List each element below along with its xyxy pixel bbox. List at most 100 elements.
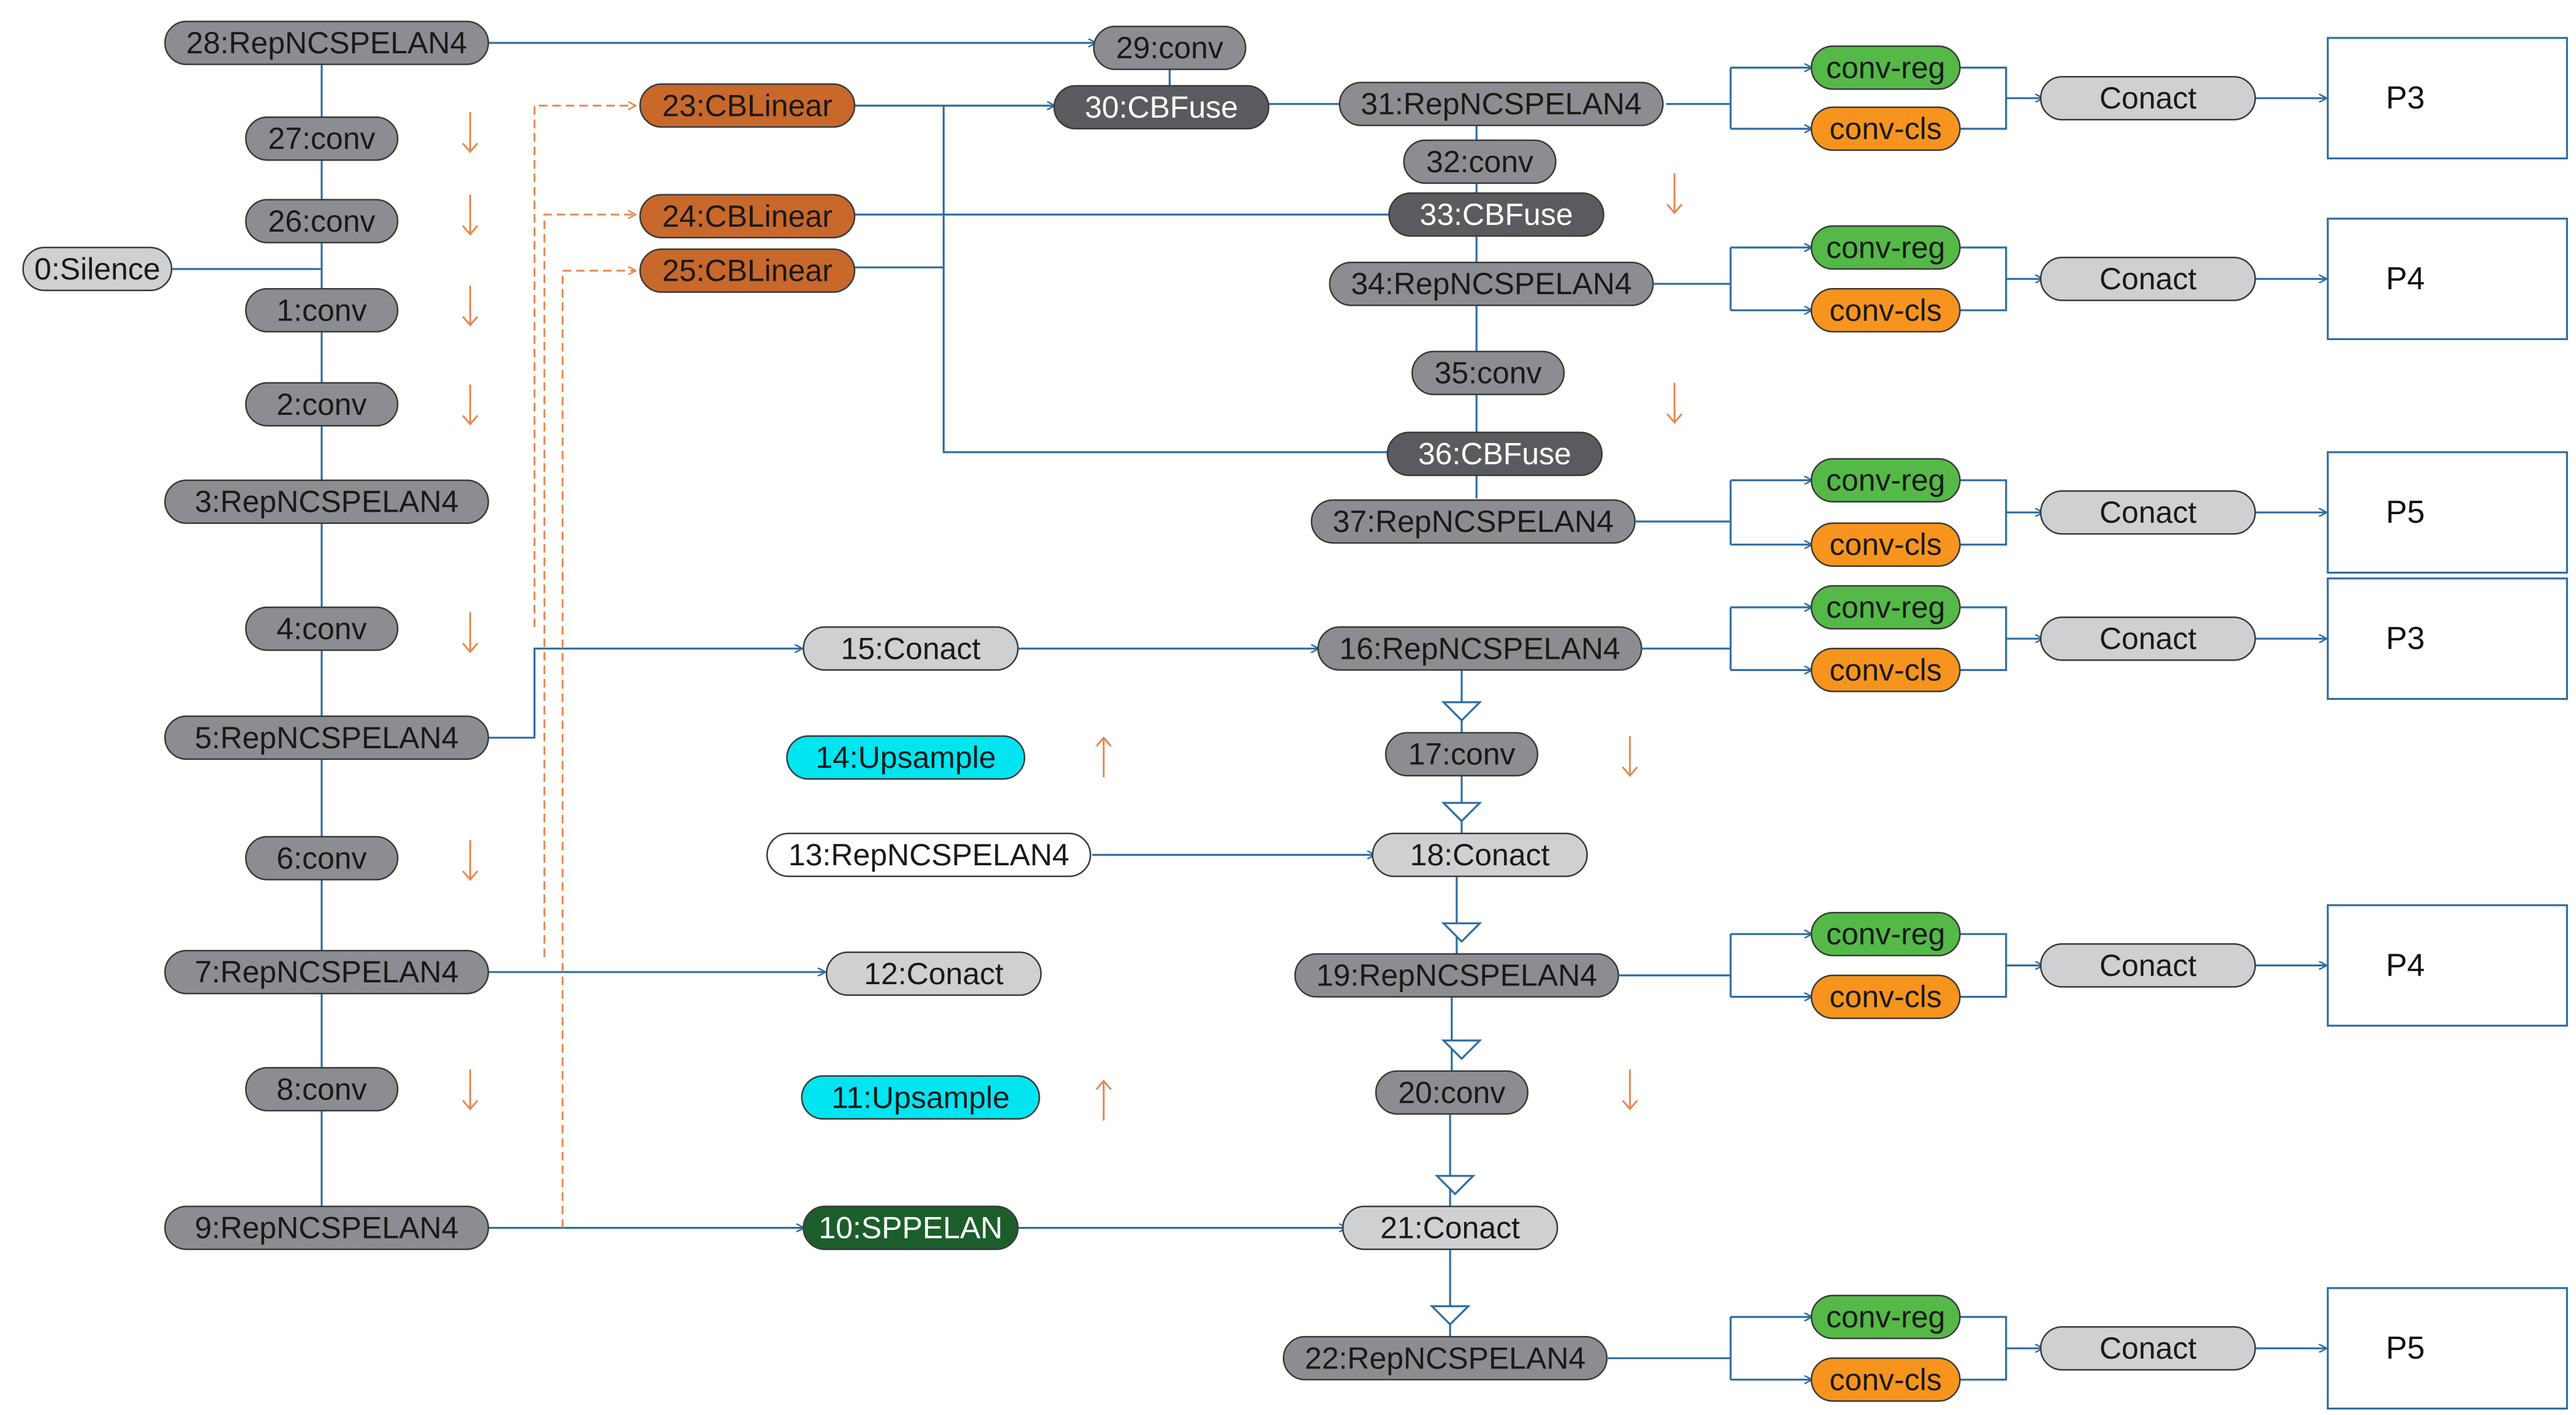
output-label: P4 <box>2386 261 2425 297</box>
node-label: 16:RepNCSPELAN4 <box>1339 631 1620 666</box>
node-label: 36:CBFuse <box>1418 437 1571 471</box>
node-label: 10:SPPELAN <box>818 1211 1002 1245</box>
concat-node-label: Conact <box>2099 81 2197 115</box>
conv-cls-node-shape <box>1810 648 1961 692</box>
node-shape <box>1386 431 1603 476</box>
node-shape <box>245 199 399 244</box>
concat-node-shape <box>2039 75 2256 121</box>
node-shape <box>1375 1070 1529 1115</box>
conv-reg-node-shape <box>1810 45 1961 90</box>
down-arrow-icon <box>462 194 478 236</box>
down-arrow-icon <box>1666 382 1683 424</box>
output-box <box>2327 1287 2568 1410</box>
down-arrow-icon <box>462 384 478 426</box>
downward-triangle-icon <box>1441 701 1483 722</box>
node-shape <box>639 83 856 128</box>
connector-5-to-15 <box>488 648 802 739</box>
dashed-9-to-25 <box>561 271 635 1228</box>
node-shape <box>164 949 489 995</box>
conv-reg-node-label: conv-reg <box>1826 50 1946 85</box>
node-label: 3:RepNCSPELAN4 <box>195 485 459 519</box>
node-n5: 5:RepNCSPELAN4 <box>164 715 489 761</box>
conv-reg-node-shape <box>1810 911 1961 957</box>
downward-triangle-icon <box>1441 922 1483 943</box>
node-label: 13:RepNCSPELAN4 <box>788 838 1070 872</box>
node-shape <box>164 20 489 66</box>
conv-cls-node-label: conv-cls <box>1829 653 1941 687</box>
conv-cls-node-shape <box>1810 288 1961 333</box>
output-box <box>2327 577 2568 700</box>
node-label: 6:conv <box>276 841 366 875</box>
node-n11: 11:Upsample <box>801 1075 1040 1120</box>
node-n7: 7:RepNCSPELAN4 <box>164 949 489 995</box>
concat-node-shape <box>2039 943 2256 988</box>
down-arrow-icon <box>462 612 478 654</box>
conv-reg-node-label: conv-reg <box>1826 463 1946 498</box>
head-connector <box>1960 66 2008 130</box>
node-label: 26:conv <box>268 204 376 238</box>
detection-head-h3: conv-reg conv-cls Conact P5 <box>1634 451 2568 574</box>
concat-node-label: Conact <box>2099 495 2197 529</box>
node-n35: 35:conv <box>1411 351 1565 395</box>
node-n33: 33:CBFuse <box>1388 192 1604 237</box>
output-label: P5 <box>2386 495 2425 530</box>
node-label: 4:conv <box>276 612 366 646</box>
node-n3: 3:RepNCSPELAN4 <box>164 479 489 524</box>
downward-triangle-icon <box>1429 1305 1471 1326</box>
downward-triangle-icon <box>1434 1175 1476 1196</box>
node-n29: 29:conv <box>1093 25 1247 70</box>
down-arrow-icon <box>462 112 478 154</box>
node-label: 14:Upsample <box>815 740 996 775</box>
node-n28: 28:RepNCSPELAN4 <box>164 20 489 66</box>
node-n4: 4:conv <box>245 606 399 651</box>
conv-cls-node-shape <box>1810 1357 1961 1402</box>
direction-glyphs <box>462 112 1683 1326</box>
node-n2: 2:conv <box>245 382 399 427</box>
node-label: 5:RepNCSPELAN4 <box>195 721 459 755</box>
node-shape <box>22 246 173 292</box>
node-n25: 25:CBLinear <box>639 248 856 293</box>
node-label: 21:Conact <box>1380 1211 1520 1245</box>
node-shape <box>164 479 489 524</box>
concat-node-shape <box>2039 256 2256 302</box>
node-n20: 20:conv <box>1375 1070 1529 1115</box>
down-arrow-icon <box>1622 736 1638 778</box>
node-shape <box>245 288 399 333</box>
node-shape <box>1093 25 1247 70</box>
conv-reg-node-shape <box>1810 458 1961 503</box>
node-label: 28:RepNCSPELAN4 <box>186 26 467 60</box>
node-label: 27:conv <box>268 121 376 156</box>
node-n32: 32:conv <box>1403 139 1557 184</box>
node-label: 32:conv <box>1426 145 1533 179</box>
node-shape <box>1339 82 1664 126</box>
conv-reg-node-label: conv-reg <box>1826 590 1946 624</box>
node-shape <box>1411 351 1565 395</box>
node-n36: 36:CBFuse <box>1386 431 1603 476</box>
conv-cls-node-label: conv-cls <box>1829 528 1941 562</box>
concat-node-label: Conact <box>2099 262 2197 296</box>
network-nodes: 28:RepNCSPELAN427:conv26:conv0:Silence1:… <box>22 20 1664 1381</box>
node-label: 30:CBFuse <box>1085 90 1238 124</box>
output-box <box>2327 904 2568 1027</box>
output-label: P5 <box>2386 1330 2425 1366</box>
conv-cls-node-shape <box>1810 974 1961 1019</box>
node-label: 23:CBLinear <box>662 88 833 123</box>
node-n8: 8:conv <box>245 1067 399 1112</box>
node-shape <box>164 715 489 761</box>
node-n26: 26:conv <box>245 199 399 244</box>
node-shape <box>245 836 399 881</box>
connector-23-to-36 <box>942 105 1389 453</box>
node-label: 35:conv <box>1435 356 1542 390</box>
node-n0: 0:Silence <box>22 246 173 292</box>
node-n24: 24:CBLinear <box>639 194 856 239</box>
concat-node-shape <box>2039 490 2256 535</box>
conv-reg-node-shape <box>1810 225 1961 270</box>
node-n9: 9:RepNCSPELAN4 <box>164 1205 489 1250</box>
conv-cls-node-shape <box>1810 106 1961 151</box>
node-label: 33:CBFuse <box>1420 197 1573 232</box>
conv-reg-node-shape <box>1810 585 1961 630</box>
